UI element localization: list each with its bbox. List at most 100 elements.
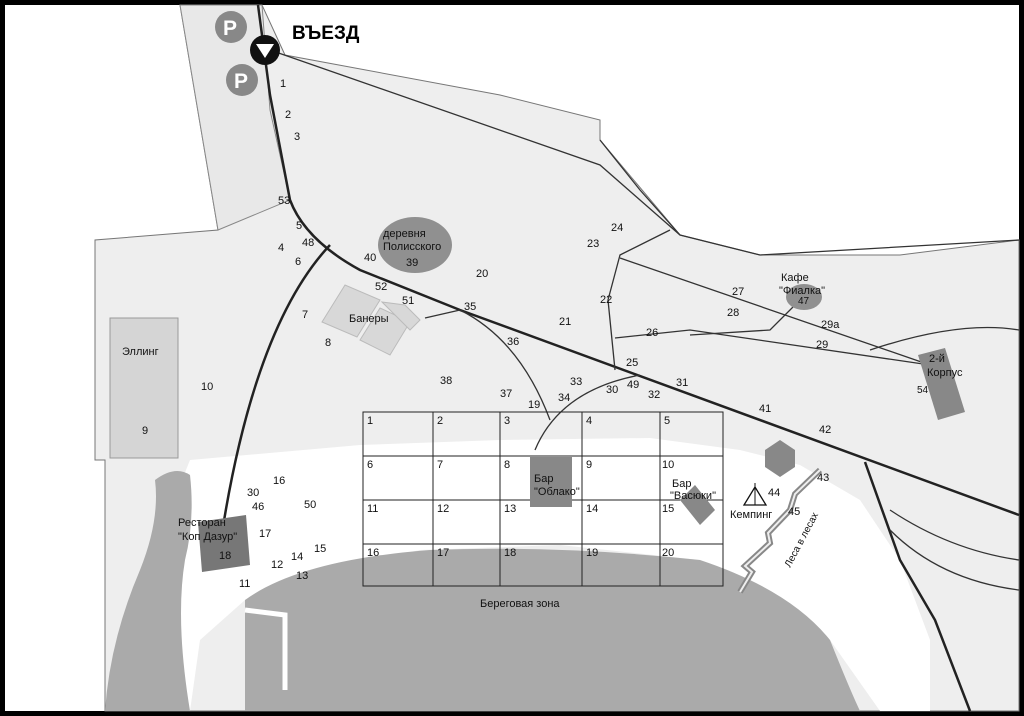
entry-title: ВЪЕЗД bbox=[292, 23, 360, 44]
kafe-label-2: "Фиалка" bbox=[779, 285, 825, 297]
marker[interactable]: 14 bbox=[291, 551, 303, 563]
marker[interactable]: 53 bbox=[278, 195, 290, 207]
derevnya-area bbox=[378, 217, 452, 273]
marker[interactable]: 30 bbox=[247, 487, 259, 499]
derevnya-num: 39 bbox=[406, 257, 418, 269]
grid-cell: 18 bbox=[504, 547, 516, 559]
grid-cell: 20 bbox=[662, 547, 674, 559]
marker[interactable]: 31 bbox=[676, 377, 688, 389]
marker[interactable]: 46 bbox=[252, 501, 264, 513]
marker[interactable]: 19 bbox=[528, 399, 540, 411]
marker[interactable]: 21 bbox=[559, 316, 571, 328]
korpus-label-2: Корпус bbox=[927, 367, 963, 379]
derevnya-label-1: деревня bbox=[383, 228, 426, 240]
water-area bbox=[245, 548, 860, 711]
marker[interactable]: 24 bbox=[611, 222, 623, 234]
main-roads bbox=[216, 4, 1020, 712]
grid-cell: 7 bbox=[437, 459, 443, 471]
grid-cell: 13 bbox=[504, 503, 516, 515]
marker[interactable]: 4 bbox=[278, 242, 284, 254]
marker[interactable]: 10 bbox=[201, 381, 213, 393]
marker[interactable]: 36 bbox=[507, 336, 519, 348]
marker[interactable]: 15 bbox=[314, 543, 326, 555]
grid-cell: 2 bbox=[437, 415, 443, 427]
grid-cell: 1 bbox=[367, 415, 373, 427]
grid-cell: 15 bbox=[662, 503, 674, 515]
marker[interactable]: 43 bbox=[817, 472, 829, 484]
map-markers: 1 2 3 53 5 4 48 6 40 52 51 7 8 35 20 23 … bbox=[201, 78, 840, 590]
marker[interactable]: 51 bbox=[402, 295, 414, 307]
restoran-label-1: Ресторан bbox=[178, 517, 226, 529]
marker[interactable]: 28 bbox=[727, 307, 739, 319]
marker[interactable]: 38 bbox=[440, 375, 452, 387]
marker[interactable]: 50 bbox=[304, 499, 316, 511]
marker[interactable]: 41 bbox=[759, 403, 771, 415]
marker[interactable]: 22 bbox=[600, 294, 612, 306]
bar-vasyuki-building bbox=[680, 485, 715, 525]
restoran-building bbox=[198, 515, 250, 572]
marker[interactable]: 11 bbox=[239, 578, 250, 590]
grid-cell: 4 bbox=[586, 415, 592, 427]
grid-cell: 19 bbox=[586, 547, 598, 559]
korpus-label-1: 2-й bbox=[929, 353, 945, 365]
marker[interactable]: 30 bbox=[606, 384, 618, 396]
marker[interactable]: 1 bbox=[280, 78, 286, 90]
bar-oblako-building bbox=[530, 457, 572, 507]
kemping-hex bbox=[765, 440, 795, 477]
grid-cell: 12 bbox=[437, 503, 449, 515]
secondary-roads bbox=[269, 49, 1020, 591]
kemping-label: Кемпинг bbox=[730, 509, 772, 521]
marker[interactable]: 52 bbox=[375, 281, 387, 293]
beregovaya-label: Береговая зона bbox=[480, 598, 560, 610]
marker[interactable]: 32 bbox=[648, 389, 660, 401]
kafe-label-1: Кафе bbox=[781, 272, 809, 284]
marker[interactable]: 25 bbox=[626, 357, 638, 369]
lake-left bbox=[105, 471, 192, 711]
marker[interactable]: 23 bbox=[587, 238, 599, 250]
grid-cell: 17 bbox=[437, 547, 449, 559]
marker[interactable]: 40 bbox=[364, 252, 376, 264]
marker[interactable]: 33 bbox=[570, 376, 582, 388]
grid-cell: 16 bbox=[367, 547, 379, 559]
marker[interactable]: 20 bbox=[476, 268, 488, 280]
marker[interactable]: 42 bbox=[819, 424, 831, 436]
marker[interactable]: 8 bbox=[325, 337, 331, 349]
parking-icon[interactable]: P bbox=[215, 11, 247, 43]
market-grid bbox=[362, 411, 724, 587]
parking-icon[interactable]: P bbox=[226, 64, 258, 96]
marker[interactable]: 17 bbox=[259, 528, 271, 540]
marker[interactable]: 13 bbox=[296, 570, 308, 582]
marker[interactable]: 45 bbox=[788, 506, 800, 518]
derevnya-label-2: Полисского bbox=[383, 241, 441, 253]
marker-9: 9 bbox=[142, 425, 148, 437]
marker[interactable]: 26 bbox=[646, 327, 658, 339]
korpus-building bbox=[918, 348, 965, 420]
grid-cell: 14 bbox=[586, 503, 598, 515]
grid-cell: 9 bbox=[586, 459, 592, 471]
marker[interactable]: 37 bbox=[500, 388, 512, 400]
restoran-label-2: "Коп Дазур" bbox=[178, 531, 237, 543]
marker[interactable]: 44 bbox=[768, 487, 780, 499]
marker[interactable]: 29 bbox=[816, 339, 828, 351]
marker[interactable]: 35 bbox=[464, 301, 476, 313]
bar-oblako-label-1: Бар bbox=[534, 473, 553, 485]
marker[interactable]: 27 bbox=[732, 286, 744, 298]
banery-buildings bbox=[321, 284, 421, 356]
marker[interactable]: 3 bbox=[294, 131, 300, 143]
marker[interactable]: 7 bbox=[302, 309, 308, 321]
marker[interactable]: 5 bbox=[296, 220, 302, 232]
marker[interactable]: 6 bbox=[295, 256, 301, 268]
beach-band bbox=[130, 438, 930, 711]
elling-label: Эллинг bbox=[122, 346, 159, 358]
marker[interactable]: 16 bbox=[273, 475, 285, 487]
marker[interactable]: 49 bbox=[627, 379, 639, 391]
entry-arrow-icon[interactable] bbox=[250, 35, 280, 65]
marker[interactable]: 34 bbox=[558, 392, 570, 404]
marker[interactable]: 12 bbox=[271, 559, 283, 571]
marker[interactable]: 2 bbox=[285, 109, 291, 121]
grid-cell: 10 bbox=[662, 459, 674, 471]
marker[interactable]: 48 bbox=[302, 237, 314, 249]
marker[interactable]: 29а bbox=[821, 319, 840, 331]
